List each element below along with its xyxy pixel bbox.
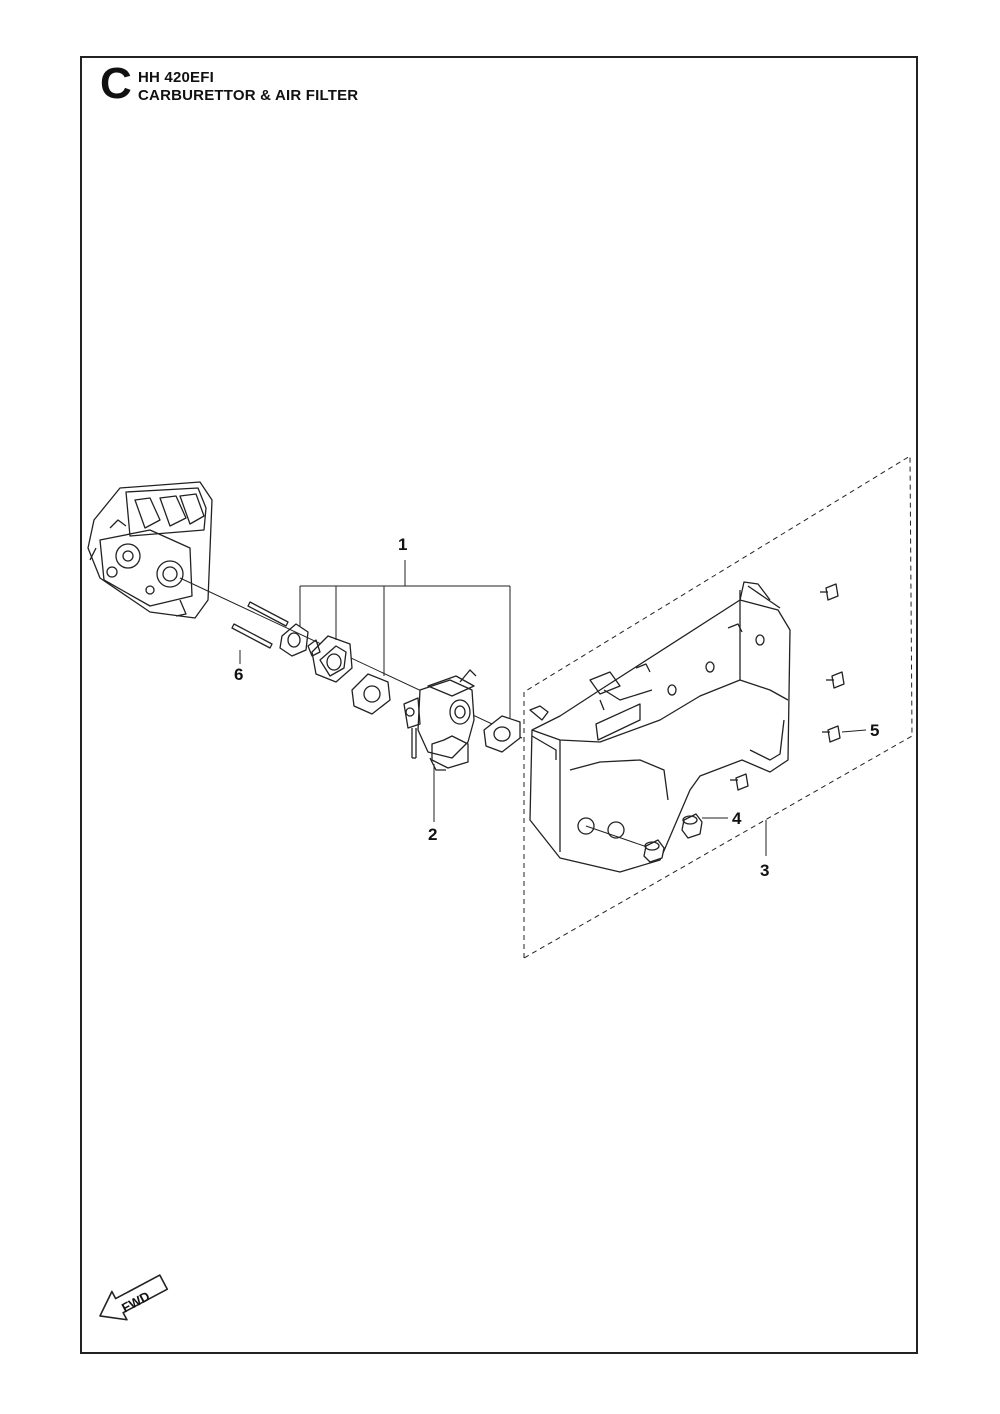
gasket-a [279, 623, 309, 657]
callout-1: 1 [398, 535, 407, 554]
model-name: HH 420EFI [138, 69, 214, 86]
callout-3: 3 [760, 861, 769, 880]
gasket-b [351, 673, 391, 715]
callout-1-leader [299, 560, 511, 718]
section-letter: C [100, 59, 132, 108]
page-title: CARBURETTOR & AIR FILTER [138, 87, 359, 104]
callout-2: 2 [428, 825, 437, 844]
knob-bottom [643, 839, 665, 863]
air-filter-assembly-boundary [523, 455, 913, 959]
screw-lower [730, 773, 749, 791]
screw-part-5 [822, 725, 867, 743]
page-frame [80, 56, 918, 1354]
gasket-c [483, 715, 521, 753]
pin-part-6 [231, 601, 289, 649]
screw-top [820, 583, 839, 601]
insulator-spacer [307, 635, 353, 683]
screw-middle [826, 671, 845, 689]
knob-part-4 [681, 813, 728, 839]
callout-5: 5 [870, 721, 879, 740]
callout-6: 6 [234, 665, 243, 684]
fwd-label: FWD [119, 1288, 152, 1315]
callout-4: 4 [732, 809, 742, 828]
engine-block [87, 481, 213, 619]
fwd-arrow-icon [99, 1274, 169, 1321]
carburettor-part-2 [403, 669, 477, 771]
air-filter-cover-part-3 [529, 581, 791, 873]
